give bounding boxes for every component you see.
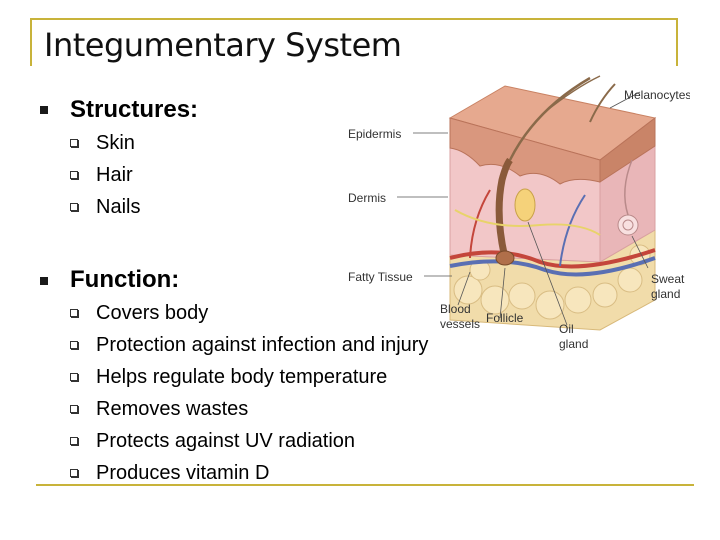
checkbox-bullet-icon: [70, 139, 78, 147]
structures-list: Skin Hair Nails: [70, 127, 140, 223]
hair-shaft: [508, 76, 591, 161]
function-list: Covers body Protection against infection…: [70, 297, 428, 489]
title-rule-top: [30, 18, 678, 20]
label-sweat-gland-line2: gland: [651, 287, 680, 301]
label-oil-gland-line1: Oil: [559, 322, 574, 336]
hair-follicle: [495, 157, 513, 259]
list-item: Protects against UV radiation: [70, 425, 428, 457]
list-item: Protection against infection and injury: [70, 329, 428, 361]
label-blood-vessels-line2: vessels: [440, 317, 480, 331]
list-item: Helps regulate body temperature: [70, 361, 428, 393]
section-bullet-icon: [40, 106, 48, 114]
checkbox-bullet-icon: [70, 341, 78, 349]
label-fatty-tissue: Fatty Tissue: [348, 270, 413, 284]
label-epidermis: Epidermis: [348, 127, 401, 141]
epidermis-layer: [449, 117, 601, 185]
vein: [449, 256, 656, 277]
epidermis-side: [599, 116, 656, 183]
checkbox-bullet-icon: [70, 469, 78, 477]
checkbox-bullet-icon: [70, 405, 78, 413]
checkbox-bullet-icon: [70, 437, 78, 445]
section-heading-function: Function:: [70, 266, 180, 293]
title-rule-left: [30, 18, 32, 66]
checkbox-bullet-icon: [70, 203, 78, 211]
sweat-gland: [617, 214, 639, 236]
label-sweat-gland-line1: Sweat: [651, 272, 685, 286]
list-item: Removes wastes: [70, 393, 428, 425]
title-rule-right: [676, 18, 678, 66]
footer-rule: [36, 484, 694, 486]
list-item: Nails: [70, 191, 140, 223]
list-item: Covers body: [70, 297, 428, 329]
artery: [449, 248, 656, 269]
section-heading-structures: Structures:: [70, 96, 199, 123]
label-oil-gland-line2: gland: [559, 337, 588, 351]
section-bullet-icon: [40, 277, 48, 285]
checkbox-bullet-icon: [70, 309, 78, 317]
label-dermis: Dermis: [348, 191, 386, 205]
list-item: Hair: [70, 159, 140, 191]
checkbox-bullet-icon: [70, 373, 78, 381]
list-item: Produces vitamin D: [70, 457, 428, 489]
label-blood-vessels-line1: Blood: [440, 302, 471, 316]
label-follicle: Follicle: [486, 311, 524, 325]
skin-cross-section-diagram: Melanocytes Epidermis Dermis Fatty Tissu…: [348, 75, 690, 351]
slide-title: Integumentary System: [44, 26, 402, 64]
oil-gland: [514, 188, 536, 222]
checkbox-bullet-icon: [70, 171, 78, 179]
list-item: Skin: [70, 127, 140, 159]
label-melanocytes: Melanocytes: [624, 88, 690, 102]
